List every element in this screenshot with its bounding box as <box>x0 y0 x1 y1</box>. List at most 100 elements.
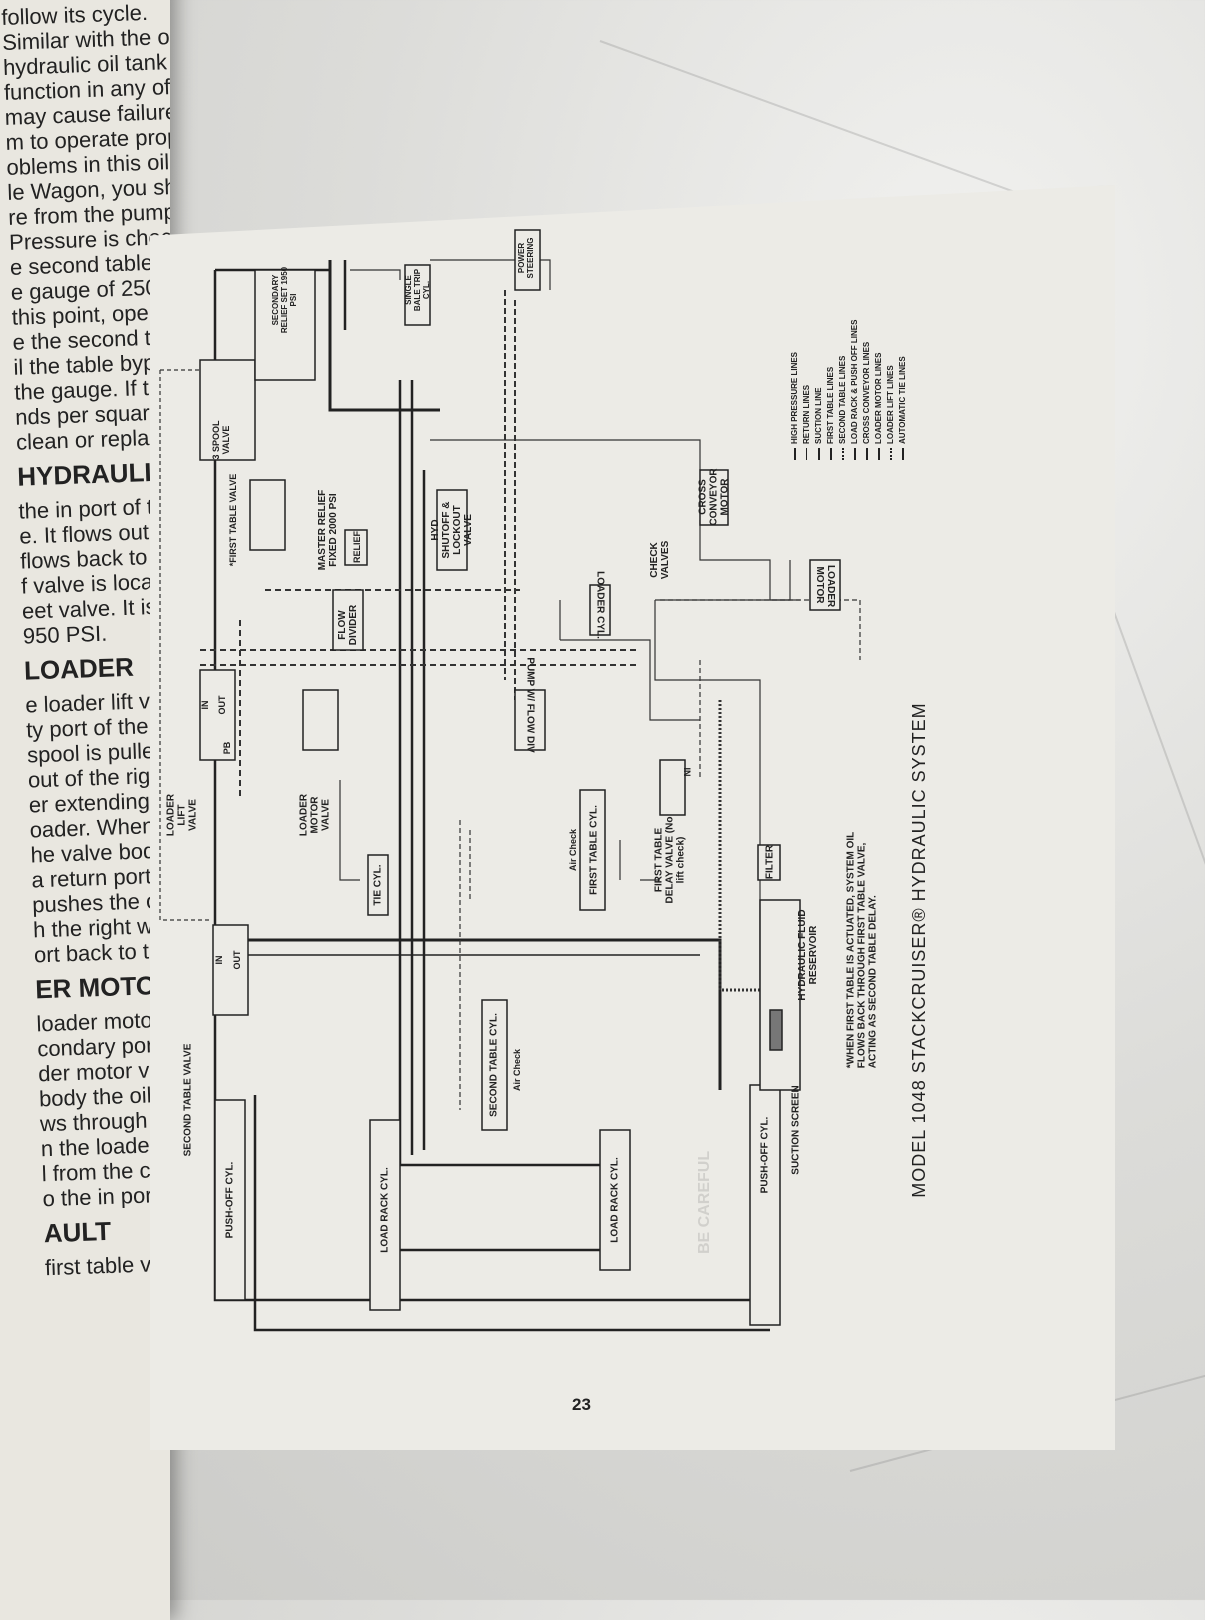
page-number: 23 <box>572 1395 591 1414</box>
loader-lift-line <box>200 649 640 666</box>
relief-label: RELIEF <box>352 530 363 564</box>
legend-swatch <box>793 448 796 460</box>
filter-body <box>757 844 781 881</box>
legend-item: LOADER LIFT LINES <box>886 365 896 460</box>
secondary-relief-body <box>254 269 316 381</box>
diagram-title: MODEL 1048 STACKCRUISER® HYDRAULIC SYSTE… <box>909 702 930 1198</box>
second-table-cyl-label: SECOND TABLE CYL. <box>488 1013 500 1117</box>
legend-item: HIGH PRESSURE LINES <box>790 352 800 460</box>
high-pressure-line <box>328 260 440 412</box>
high-pressure-line <box>230 938 722 1090</box>
legend-label: FIRST TABLE LINES <box>826 366 835 444</box>
legend-item: CROSS CONVEYOR LINES <box>862 342 872 460</box>
legend-swatch <box>817 448 820 460</box>
first-table-cyl-label: FIRST TABLE CYL. <box>588 805 600 895</box>
push-off-cyl-right-body <box>749 1084 781 1326</box>
legend-label: LOADER MOTOR LINES <box>874 352 883 444</box>
three-spool-valve-body <box>199 359 256 461</box>
hyd-shutoff-label: HYD SHUTOFF & LOCKOUT VALVE <box>430 501 474 559</box>
air-check-label: Air Check <box>568 828 579 872</box>
push-off-cyl-left-label: PUSH-OFF CYL. <box>224 1161 236 1239</box>
faded-warning-text: BE CAREFUL <box>696 1150 713 1254</box>
load-rack-line <box>400 1163 600 1252</box>
first-table-delay-valve-label: FIRST TABLE DELAY VALVE (No lift check) <box>653 816 687 904</box>
legend-swatch <box>865 448 868 460</box>
pump-body <box>514 689 546 751</box>
legend-item: SECOND TABLE LINES <box>838 356 848 460</box>
in-port-label: IN <box>681 767 692 777</box>
load-rack-cyl-1-body <box>369 1119 401 1311</box>
second-table-cyl-body <box>481 999 508 1131</box>
second-table-line <box>459 820 471 1110</box>
first-table-cyl-body <box>579 789 606 911</box>
in-port-label: IN <box>200 700 211 710</box>
check-valves-label: CHECK VALVES <box>649 540 671 580</box>
loader-cyl-label: LOADER CYL. <box>594 571 606 639</box>
tie-cyl-label: TIE CYL. <box>372 864 384 906</box>
legend-swatch <box>889 448 892 460</box>
legend-label: SECOND TABLE LINES <box>838 355 847 444</box>
single-bale-trip-cyl-label: SINGLE BALE TRIP CYL. <box>403 268 431 312</box>
first-table-valve-label: *FIRST TABLE VALVE <box>228 473 239 567</box>
legend-swatch <box>853 448 856 460</box>
return-line <box>559 600 700 721</box>
suction-screen-body <box>769 1009 783 1051</box>
footnote-line: FLOWS BACK THROUGH FIRST TABLE VALVE, <box>856 842 868 1069</box>
loader-motor-line <box>504 290 516 700</box>
push-off-cyl-left-body <box>214 1099 246 1301</box>
loader-cyl-body <box>589 584 611 636</box>
loader-motor-valve-body <box>302 689 339 751</box>
return-line <box>350 259 551 290</box>
push-off-line <box>253 1095 770 1332</box>
push-off-cyl-right-label: PUSH-OFF CYL. <box>759 1116 771 1194</box>
three-spool-valve-label: 3 SPOOL VALVE <box>211 420 231 460</box>
legend-item: LOADER MOTOR LINES <box>874 353 884 460</box>
legend-label: SUCTION LINE <box>814 387 823 444</box>
filter-label: FILTER <box>764 844 776 880</box>
right-page <box>150 185 1115 1450</box>
legend-label: CROSS CONVEYOR LINES <box>862 341 871 444</box>
legend-item: RETURN LINES <box>802 385 812 460</box>
legend-item: FIRST TABLE LINES <box>826 367 836 460</box>
tie-cyl-body <box>367 854 389 916</box>
relief-body <box>344 529 368 566</box>
legend-swatch <box>829 448 832 460</box>
flow-divider-label: FLOW DIVIDER <box>337 604 359 646</box>
legend-item: AUTOMATIC TIE LINES <box>898 356 908 460</box>
reservoir-body <box>759 899 801 1091</box>
first-table-line <box>619 840 660 881</box>
legend-label: AUTOMATIC TIE LINES <box>898 356 907 444</box>
loader-motor-body <box>809 559 841 611</box>
legend-swatch <box>877 448 880 460</box>
cross-conveyor-motor-body <box>699 469 729 526</box>
pb-port-label: PB <box>222 741 233 755</box>
first-table-line <box>239 589 520 800</box>
legend-swatch <box>841 448 844 460</box>
legend-swatch <box>806 448 808 460</box>
legend-item: LOAD RACK & PUSH OFF LINES <box>850 320 860 460</box>
cross-conveyor-motor-label: CROSS CONVEYOR MOTOR <box>697 468 731 526</box>
first-table-delay-valve-body <box>659 759 686 816</box>
cross-conveyor-line <box>430 439 800 601</box>
legend-label: HIGH PRESSURE LINES <box>790 351 799 444</box>
legend-label: LOAD RACK & PUSH OFF LINES <box>850 319 859 444</box>
legend-item: SUCTION LINE <box>814 388 824 460</box>
load-rack-cyl-label: LOAD RACK CYL. <box>379 1167 391 1253</box>
hyd-shutoff-body <box>436 489 468 571</box>
load-rack-cyl-label: LOAD RACK CYL. <box>609 1157 621 1243</box>
loader-lift-valve-label: LOADER LIFT VALVE <box>165 793 199 837</box>
loader-motor-label: LOADER MOTOR <box>814 565 836 608</box>
footnote-line: ACTING AS SECOND TABLE DELAY. <box>867 895 879 1069</box>
legend-label: RETURN LINES <box>802 384 811 444</box>
pump-label: PUMP W/ FLOW DIV <box>524 657 536 753</box>
power-steering-label: POWER STEERING <box>517 237 535 279</box>
air-check-label: Air Check <box>512 1048 523 1092</box>
left-page: e valve and allofollow its cycle.Similar… <box>0 0 170 1620</box>
load-rack-line <box>398 380 426 1165</box>
footnote-line: *WHEN FIRST TABLE IS ACTUATED, SYSTEM OI… <box>845 831 857 1069</box>
legend-label: LOADER LIFT LINES <box>886 365 895 444</box>
load-rack-cyl-2-body <box>599 1129 631 1271</box>
second-table-valve-label: SECOND TABLE VALVE <box>182 1043 194 1157</box>
loader-lift-valve-body <box>199 669 236 761</box>
